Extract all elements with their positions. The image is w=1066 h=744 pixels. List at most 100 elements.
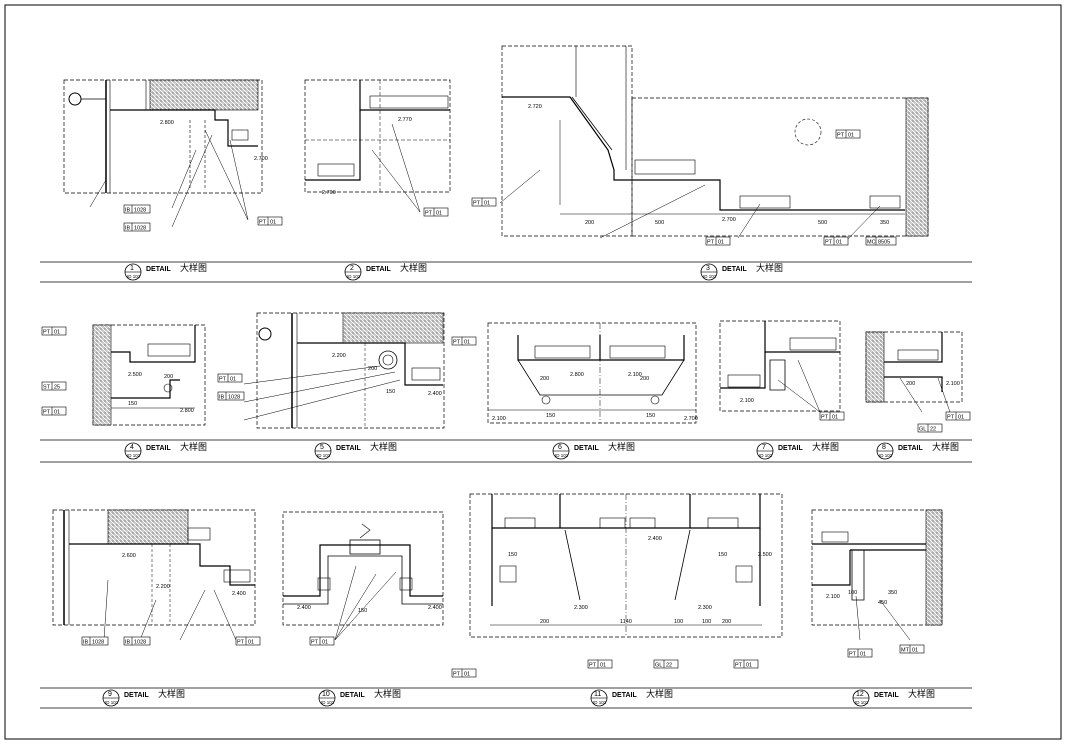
svg-text:01: 01 [836,240,842,246]
svg-text:DETAIL: DETAIL [366,266,391,273]
svg-text:DETAIL: DETAIL [574,445,599,452]
svg-text:IB: IB [125,640,131,646]
svg-text:大样图: 大样图 [756,262,783,273]
detail-6-dim-6: 2.800 [570,372,584,378]
svg-text:ID 102: ID 102 [127,274,141,279]
detail-3-dim-2: 2.700 [722,217,736,223]
svg-text:大样图: 大样图 [180,262,207,273]
detail-6-dim-4: 150 [646,413,655,419]
svg-text:IB: IB [219,395,225,401]
detail-5-dim-4: 2.400 [428,391,442,397]
detail-8-drawing [865,331,963,413]
svg-text:DETAIL: DETAIL [146,266,171,273]
svg-text:DETAIL: DETAIL [124,692,149,699]
detail-10-dim-2: 150 [358,608,367,614]
detail-8-dim-2: 2.100 [946,381,960,387]
svg-text:DETAIL: DETAIL [898,445,923,452]
svg-text:PT: PT [43,410,51,416]
svg-text:大样图: 大样图 [608,441,635,452]
detail-5-drawing [243,312,445,429]
svg-text:11: 11 [594,691,601,698]
svg-text:PT: PT [473,201,481,207]
detail-6-dim-5: 2.100 [492,416,506,422]
svg-text:ID 102: ID 102 [321,700,335,705]
svg-text:01: 01 [600,663,606,669]
svg-text:8: 8 [882,444,886,451]
detail-12-dim-1: 2.100 [826,594,840,600]
svg-text:8505: 8505 [878,240,890,246]
svg-text:01: 01 [322,640,328,646]
svg-text:大样图: 大样图 [158,688,185,699]
detail-1-dim-2: 2.700 [254,156,268,162]
svg-text:IB: IB [83,640,89,646]
svg-text:01: 01 [54,410,60,416]
svg-text:PT: PT [237,640,245,646]
svg-text:DETAIL: DETAIL [336,445,361,452]
svg-text:01: 01 [230,377,236,383]
svg-text:DETAIL: DETAIL [722,266,747,273]
svg-text:IB: IB [125,208,131,214]
svg-text:1: 1 [130,265,134,272]
detail-6-dim-1: 200 [540,376,549,382]
svg-text:DETAIL: DETAIL [340,692,365,699]
detail-6-dim-2: 200 [640,376,649,382]
detail-3-dim-1: 2.720 [528,104,542,110]
svg-text:ID 102: ID 102 [347,274,361,279]
detail-2-dim-1: 2.770 [398,117,412,123]
detail-12-dim-4: 450 [878,600,887,606]
svg-text:01: 01 [848,133,854,139]
detail-3-dim-5: 500 [818,220,827,226]
detail-11-dim-8: 100 [674,619,683,625]
detail-3-dim-3: 200 [585,220,594,226]
svg-text:10: 10 [322,691,330,698]
detail-1-drawing [63,79,263,228]
svg-text:ID 102: ID 102 [593,700,607,705]
svg-text:9: 9 [108,691,112,698]
detail-11-dim-3: 2.300 [574,605,588,611]
svg-text:PT: PT [589,663,597,669]
svg-text:DETAIL: DETAIL [612,692,637,699]
detail-4-drawing [92,324,206,426]
detail-11-dim-10: 200 [722,619,731,625]
svg-text:1028: 1028 [92,640,104,646]
svg-text:大样图: 大样图 [646,688,673,699]
svg-text:1028: 1028 [134,640,146,646]
svg-text:大样图: 大样图 [374,688,401,699]
detail-9-dim-2: 2.200 [156,584,170,590]
svg-text:01: 01 [464,672,470,678]
svg-text:PT: PT [43,330,51,336]
title-strip-row-1 [40,261,972,283]
svg-text:PT: PT [425,211,433,217]
svg-text:ID 102: ID 102 [879,453,893,458]
svg-text:PT: PT [735,663,743,669]
detail-10-title: 10 ID 102 DETAIL 大样图 [318,688,401,707]
svg-text:01: 01 [912,648,918,654]
svg-text:01: 01 [958,415,964,421]
detail-12-dim-2: 100 [848,590,857,596]
svg-text:PT: PT [219,377,227,383]
svg-text:01: 01 [860,652,866,658]
svg-text:12: 12 [856,691,864,698]
svg-text:01: 01 [832,415,838,421]
detail-5-dim-3: 150 [386,389,395,395]
detail-2-dim-2: 2.700 [322,190,336,196]
sheet-border [4,4,1062,740]
detail-7-dim-1: 2.100 [740,398,754,404]
svg-text:ID 102: ID 102 [317,453,331,458]
